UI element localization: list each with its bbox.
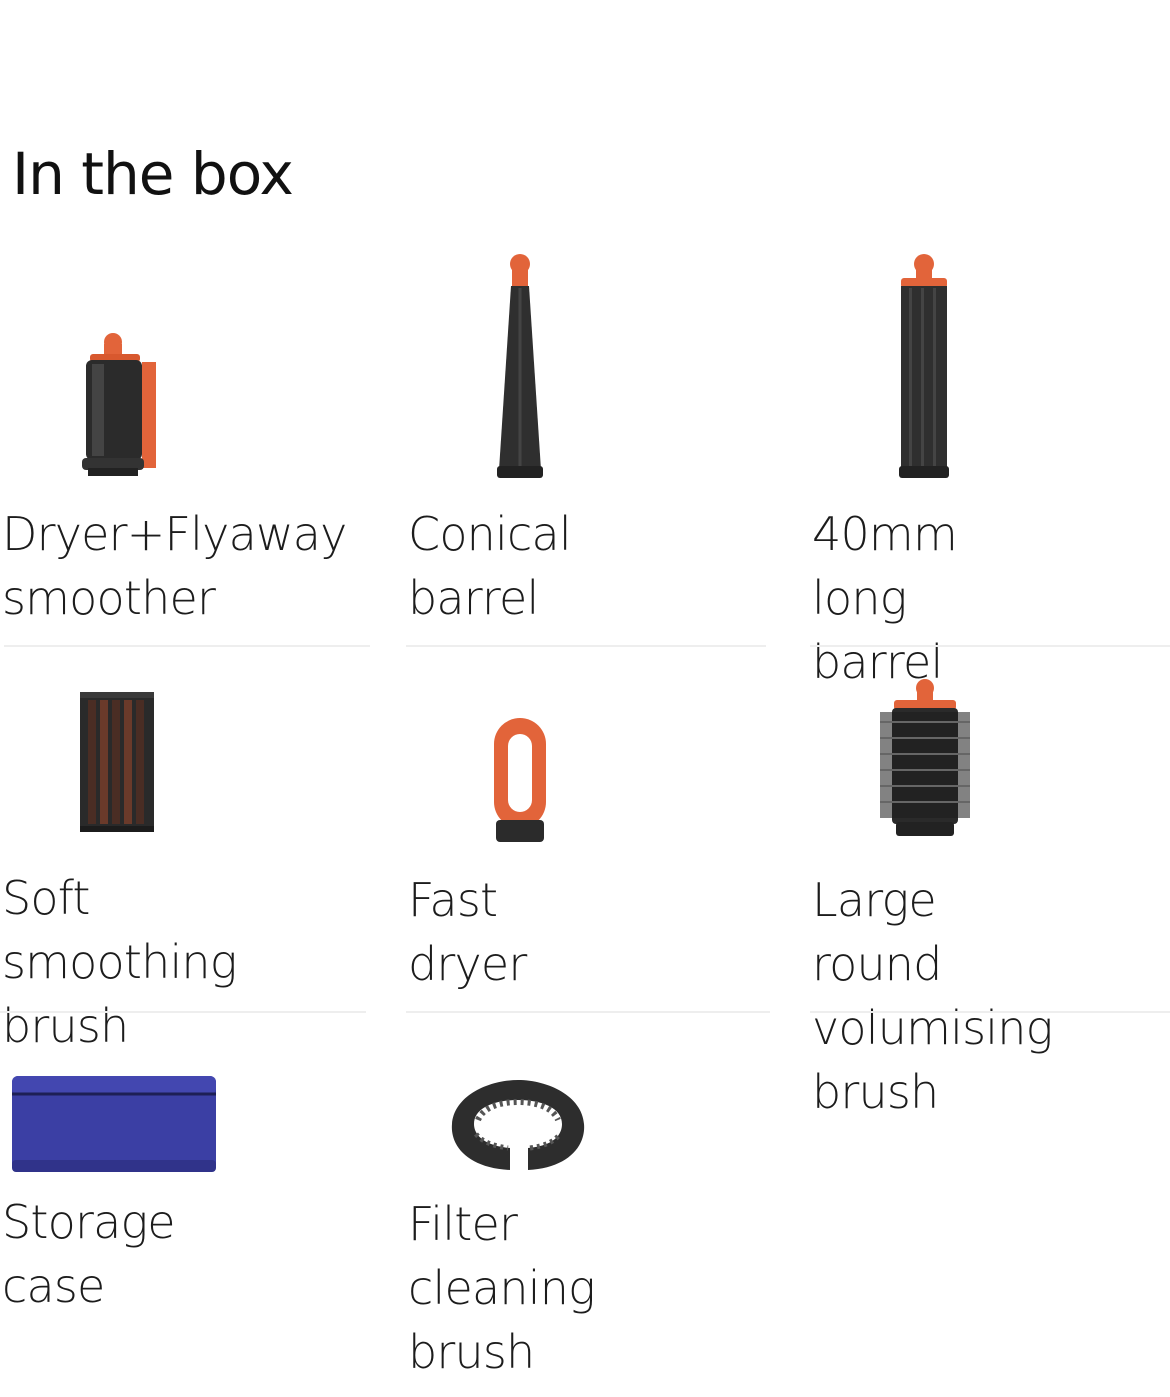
item-label: Large round volumising brush — [812, 873, 1053, 1119]
divider — [406, 1011, 770, 1013]
divider — [406, 645, 766, 647]
long-barrel-icon — [899, 254, 949, 478]
item-label: Soft smoothing brush — [2, 871, 237, 1053]
item-label: Conical barrel — [408, 507, 572, 625]
divider — [810, 1011, 1170, 1013]
flyaway-smoother-icon — [82, 333, 156, 476]
item-label: Storage case — [2, 1195, 176, 1313]
round-volumising-brush-icon — [880, 679, 970, 836]
section-title: In the box — [12, 140, 294, 208]
item-label: Fast dryer — [408, 873, 527, 991]
item-label: Filter cleaning brush — [408, 1197, 596, 1379]
divider — [0, 1011, 366, 1013]
soft-smoothing-brush-icon — [80, 692, 154, 832]
item-label: Dryer+Flyaway smoother — [2, 507, 347, 625]
divider — [810, 645, 1170, 647]
divider — [4, 645, 370, 647]
conical-barrel-icon — [497, 254, 543, 478]
filter-cleaning-brush-icon — [451, 1080, 585, 1170]
fast-dryer-icon — [494, 718, 546, 842]
item-label: 40mm long barrel — [812, 507, 958, 689]
storage-case-icon — [12, 1076, 216, 1172]
